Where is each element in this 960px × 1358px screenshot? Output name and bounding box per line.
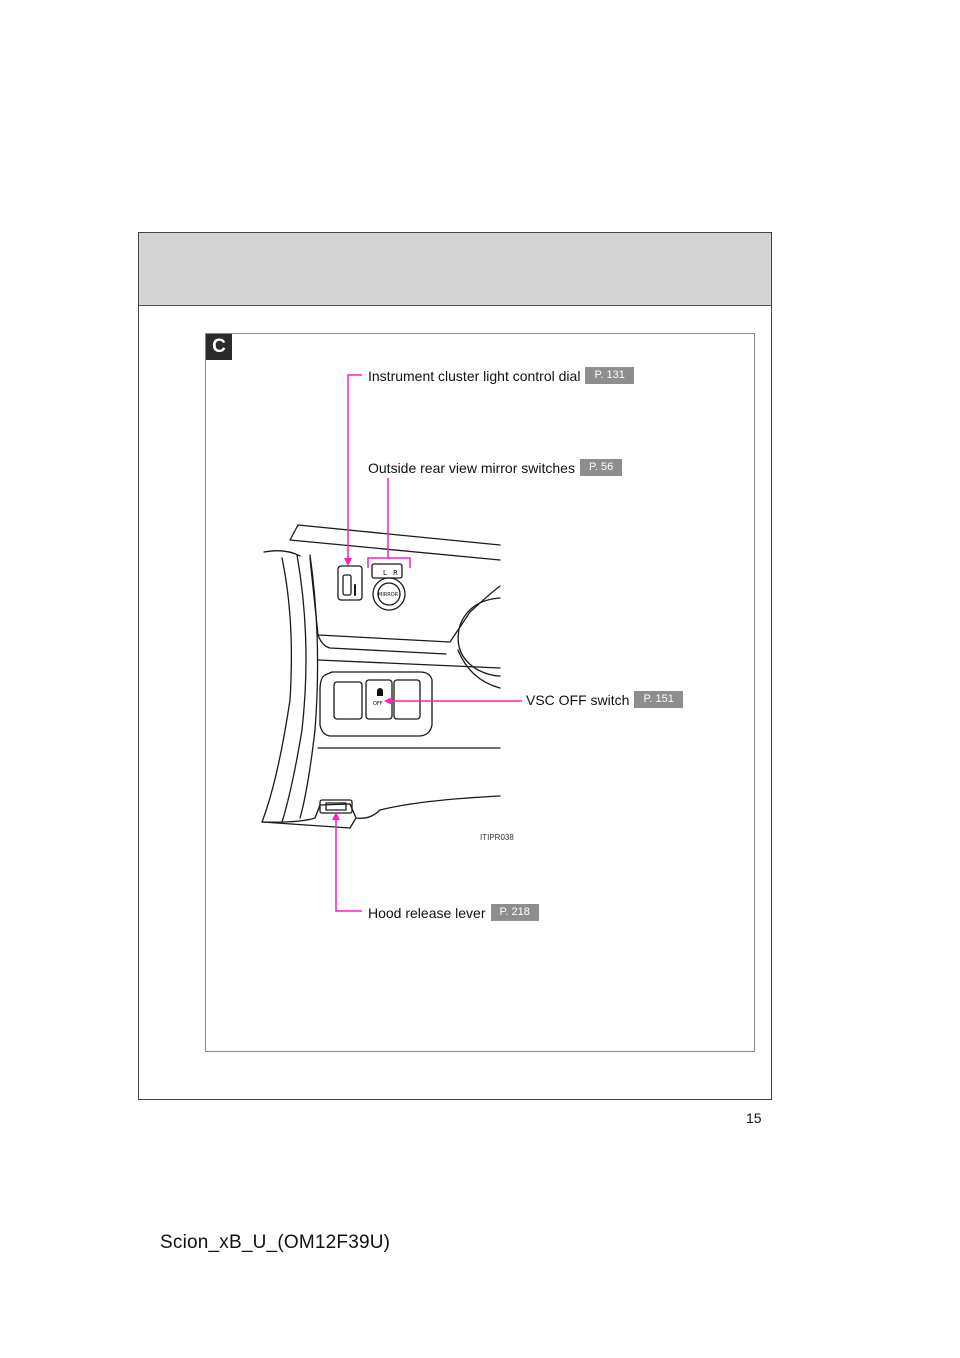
mirror-page-ref[interactable]: P. 56 xyxy=(579,459,623,476)
vsc-off-icon xyxy=(377,688,383,696)
header-band xyxy=(139,233,771,306)
mirror-left-label: L xyxy=(383,569,387,577)
mirror-right-label: R xyxy=(393,569,398,577)
vsc-page-ref[interactable]: P. 151 xyxy=(634,691,683,708)
page-frame xyxy=(138,232,772,1100)
vsc-label: VSC OFF switch xyxy=(526,691,630,708)
hood-arrowhead xyxy=(332,812,340,820)
figure-panel xyxy=(205,333,755,1052)
hood-page-ref[interactable]: P. 218 xyxy=(490,904,539,921)
dial-label: Instrument cluster light control dial xyxy=(368,367,581,384)
dial-page-ref[interactable]: P. 131 xyxy=(585,367,634,384)
hood-leader-line xyxy=(335,820,362,912)
dial-leader-line xyxy=(347,374,362,558)
figure-code: ITIPR038 xyxy=(480,833,514,842)
vsc-off-label: OFF xyxy=(373,701,383,707)
section-badge: C xyxy=(206,334,232,360)
mirror-knob-label: MIRROR xyxy=(378,592,399,598)
dial-callout: Instrument cluster light control dial P.… xyxy=(368,367,634,384)
mirror-callout: Outside rear view mirror switches P. 56 xyxy=(368,459,623,476)
page-number: 15 xyxy=(746,1110,762,1126)
hood-callout: Hood release lever P. 218 xyxy=(368,904,539,921)
mirror-label: Outside rear view mirror switches xyxy=(368,459,575,476)
hood-label: Hood release lever xyxy=(368,904,486,921)
dial-arrowhead xyxy=(344,558,352,566)
document-code: Scion_xB_U_(OM12F39U) xyxy=(160,1232,391,1253)
vsc-arrowhead xyxy=(384,697,392,705)
mirror-bracket xyxy=(367,557,411,568)
vsc-callout: VSC OFF switch P. 151 xyxy=(526,691,683,708)
